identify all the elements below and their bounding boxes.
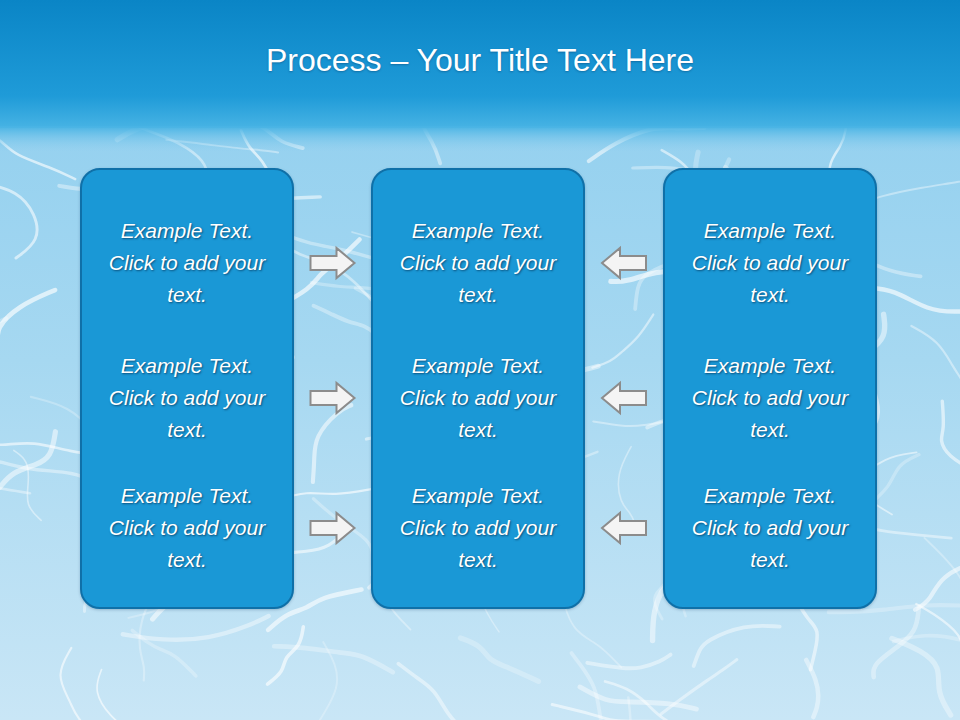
caustic-line [398,664,468,720]
box-text: Example Text. Click to add your text. [106,215,268,311]
caustic-line [97,670,134,720]
process-box: Example Text. Click to add your text. Exa… [80,168,294,609]
block-arrow [602,248,646,278]
caustic-line [460,638,538,681]
caustic-line [0,290,55,360]
caustic-line [628,697,639,720]
caustic-line [873,609,918,677]
box-text: Example Text. Click to add your text. [397,350,559,446]
caustic-line [0,183,37,258]
box-text: Example Text. Click to add your text. [397,215,559,311]
caustic-line [866,178,960,203]
caustic-line [564,603,622,668]
caustic-line [580,687,697,709]
caustic-line [123,616,269,640]
caustic-line [313,405,351,482]
box-text: Example Text. Click to add your text. [689,215,851,311]
caustic-line [552,704,671,720]
caustic-line [915,556,960,610]
block-arrow [311,513,355,543]
slide-title: Process – Your Title Text Here [266,42,694,79]
caustic-line [694,626,780,666]
box-text: Example Text. Click to add your text. [106,480,268,576]
caustic-line [916,604,960,670]
caustic-line [865,287,960,311]
water-caustics [0,56,960,720]
process-box: Example Text. Click to add your text. Exa… [663,168,877,609]
caustic-line [942,401,960,471]
caustic-line [592,315,653,368]
process-box: Example Text. Click to add your text. Exa… [371,168,585,609]
caustic-line [61,648,120,720]
caustic-line [587,655,670,669]
caustic-line [314,306,377,335]
box-text: Example Text. Click to add your text. [106,350,268,446]
caustic-line [284,244,372,301]
title-bar: Process – Your Title Text Here [0,0,960,128]
block-arrow [602,513,646,543]
block-arrow [602,383,646,413]
caustic-line [911,326,960,405]
box-text: Example Text. Click to add your text. [397,480,559,576]
title-band [0,0,960,128]
caustic-line [806,660,818,717]
caustic-line [274,646,393,672]
title-band-fade [0,126,960,152]
box-text: Example Text. Click to add your text. [689,480,851,576]
block-arrow [311,383,355,413]
caustic-line [14,450,41,520]
caustic-line [892,638,951,715]
caustic-line [267,627,303,684]
block-arrow [311,248,355,278]
box-text: Example Text. Click to add your text. [689,350,851,446]
caustic-line [0,478,30,494]
